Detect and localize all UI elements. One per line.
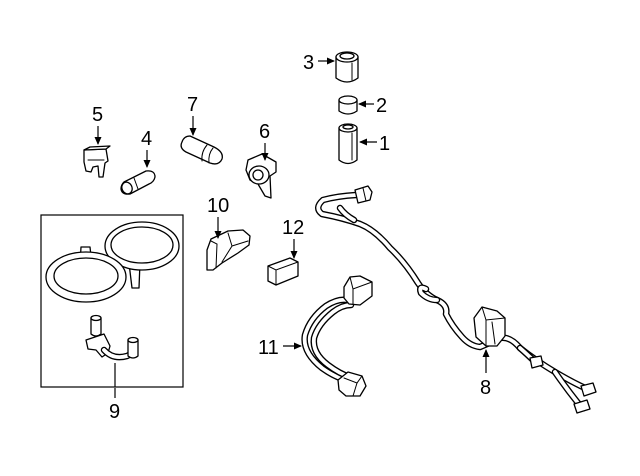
part-7-capsule	[180, 135, 223, 165]
callout-6: 6	[259, 121, 270, 161]
callout-5: 5	[92, 104, 103, 145]
part-1-lamp-body	[338, 123, 358, 165]
callout-4-label: 4	[141, 128, 152, 150]
part-12-connector	[267, 257, 299, 286]
callout-7-label: 7	[187, 94, 198, 116]
part-8-harness	[315, 185, 597, 414]
callout-11-label: 11	[258, 337, 279, 359]
callout-2-label: 2	[376, 95, 387, 117]
callout-4: 4	[141, 128, 152, 168]
callout-2: 2	[358, 95, 387, 117]
callout-12: 12	[282, 217, 304, 259]
callout-7: 7	[187, 94, 198, 136]
callout-3: 3	[303, 52, 335, 74]
callout-6-label: 6	[259, 121, 270, 143]
callout-3-label: 3	[303, 52, 314, 74]
part-6-socket	[245, 153, 277, 199]
callout-8: 8	[480, 349, 491, 399]
callout-8-label: 8	[480, 377, 491, 399]
part-5-holder	[83, 145, 111, 178]
part-9-box	[40, 214, 184, 388]
callout-5-label: 5	[92, 104, 103, 126]
callout-9: 9	[109, 363, 120, 423]
callout-1-label: 1	[379, 133, 390, 155]
callout-10: 10	[207, 195, 229, 239]
part-3-cap	[335, 51, 359, 83]
part-11-harness	[301, 275, 373, 397]
part-4-bulb	[120, 170, 156, 195]
part-2-spacer	[338, 95, 358, 115]
callout-12-label: 12	[282, 217, 304, 239]
callout-11: 11	[258, 337, 302, 359]
callout-9-label: 9	[109, 401, 120, 423]
callout-1: 1	[359, 133, 390, 155]
callout-10-label: 10	[207, 195, 229, 217]
part-10-cover	[206, 229, 251, 271]
